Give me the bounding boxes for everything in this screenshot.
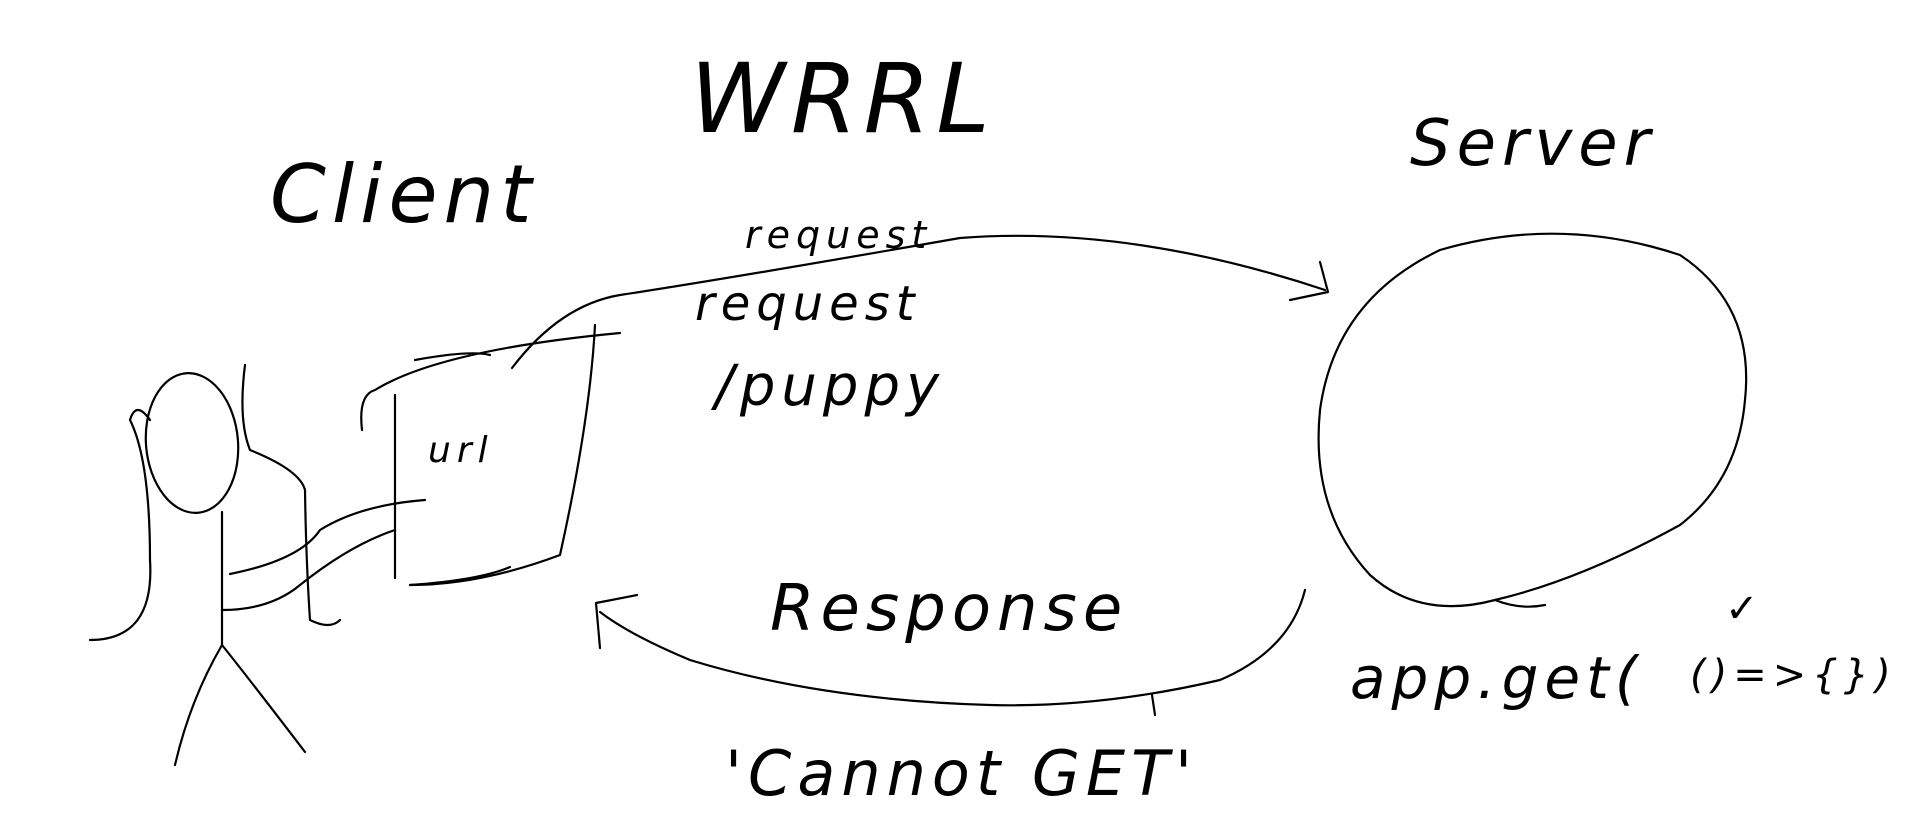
client-hair-left <box>88 408 152 642</box>
response-arrow-line <box>598 588 1307 707</box>
diagram-title: WRRL <box>690 43 996 155</box>
response-arrow <box>594 588 1307 717</box>
response-arrowhead <box>594 593 639 650</box>
response-tick <box>1150 693 1157 717</box>
response-label: Response <box>770 572 1128 646</box>
client-stick-figure <box>88 363 427 767</box>
client-right-leg <box>220 643 307 754</box>
device-url-label: url <box>428 430 494 471</box>
device-right-edge <box>408 323 597 587</box>
request-arrow-line <box>510 234 1327 370</box>
browser-device: url <box>360 323 622 587</box>
request-path-label: /puppy <box>710 354 945 419</box>
client-left-leg <box>173 643 224 767</box>
request-arrowhead <box>1288 260 1330 302</box>
client-upper-arm <box>228 498 427 576</box>
request-label-top: request <box>745 213 932 257</box>
device-top-fold <box>413 352 492 362</box>
client-label: Client <box>270 148 538 241</box>
server-circle <box>1317 232 1748 608</box>
server-code-label: app.get( <box>1350 644 1643 712</box>
device-bottom-edge <box>408 565 512 587</box>
request-arrow <box>510 234 1330 370</box>
server-code-callback: ()=>{}) <box>1690 652 1897 698</box>
request-label-lower: request <box>695 276 921 332</box>
client-head <box>144 372 240 514</box>
response-message: 'Cannot GET' <box>725 737 1198 810</box>
device-top-edge <box>360 331 622 432</box>
client-hair-right <box>241 363 342 627</box>
client-lower-arm <box>220 528 397 612</box>
checkmark-icon: ✓ <box>1725 586 1765 632</box>
server-label: Server <box>1410 107 1656 181</box>
